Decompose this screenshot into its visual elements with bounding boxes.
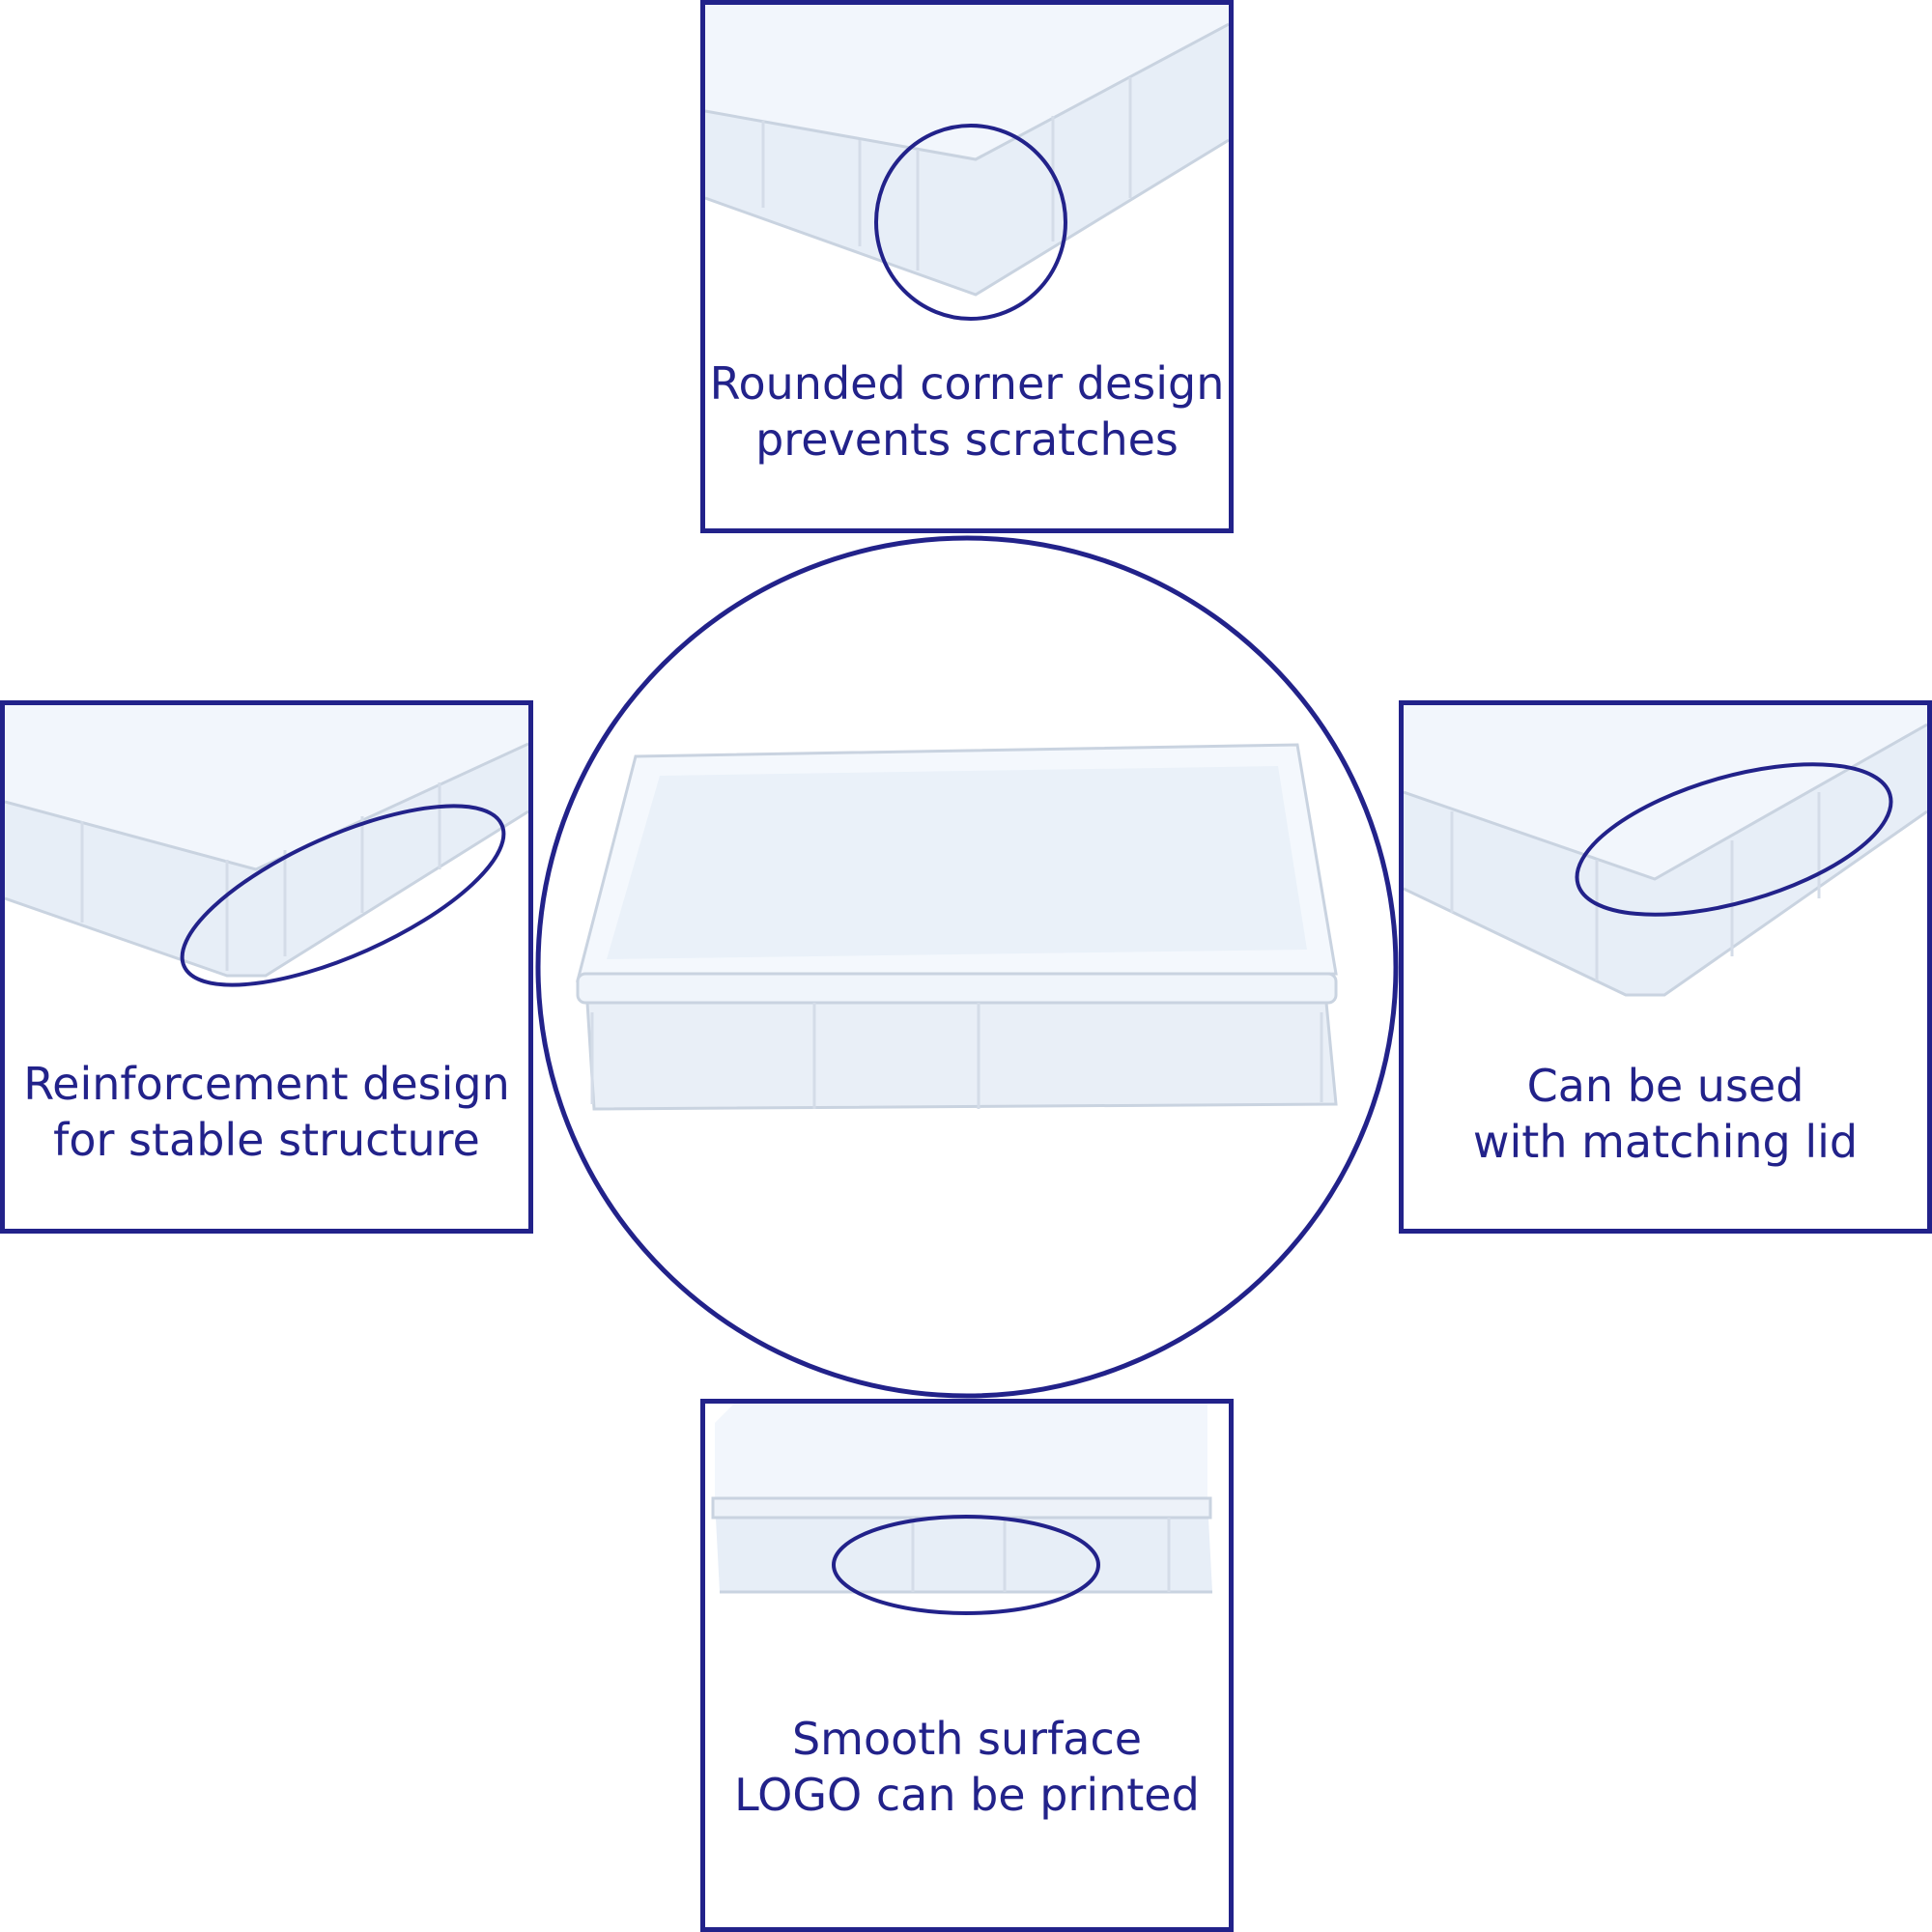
panel-left: Reinforcement design for stable structur… [0, 700, 533, 1234]
highlight-ellipse [180, 804, 506, 987]
center-crate-circle [534, 534, 1400, 1400]
white-plastic-crate-image [535, 535, 1399, 1399]
highlight-ellipse [1575, 762, 1893, 917]
bottom-caption: Smooth surface LOGO can be printed [734, 1713, 1200, 1821]
crate-rim-closeup-image [1404, 705, 1927, 997]
crate-corner-closeup-image [705, 5, 1229, 321]
right-caption: Can be used with matching lid [1472, 1060, 1859, 1168]
highlight-ellipse [832, 1515, 1100, 1615]
crate-side-closeup-image [711, 1404, 1212, 1615]
left-caption: Reinforcement design for stable structur… [23, 1058, 510, 1166]
panel-bottom: Smooth surface LOGO can be printed [700, 1399, 1234, 1932]
crate-rib-closeup-image [5, 705, 528, 987]
panel-right: Can be used with matching lid [1399, 700, 1932, 1234]
panel-top: Rounded corner design prevents scratches [700, 0, 1234, 533]
highlight-circle [874, 124, 1067, 321]
top-caption: Rounded corner design prevents scratches [709, 357, 1225, 466]
